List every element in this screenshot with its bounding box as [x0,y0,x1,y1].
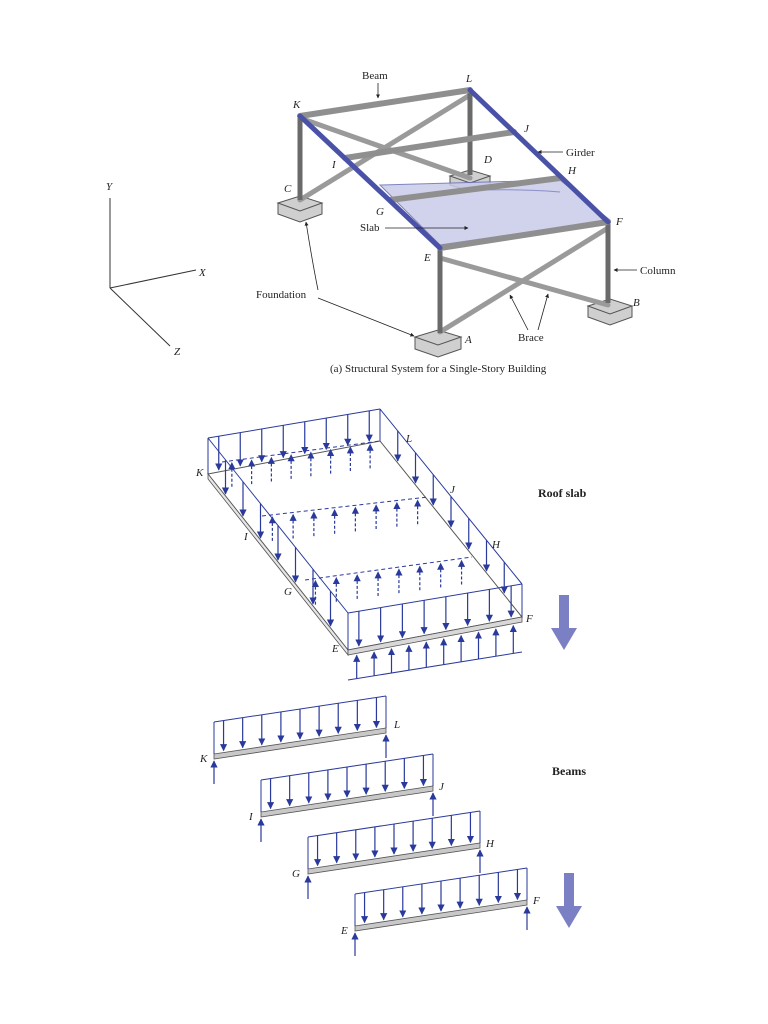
slab-node-i: I [243,531,249,543]
beam-node-k: K [199,753,208,765]
columns [297,92,611,333]
beam-reaction-lines [221,440,473,581]
slab-plate [207,440,523,651]
node-label-i: I [331,159,337,171]
roof-slab-fbd: K L J I H G F E Roof slab [195,408,587,681]
node-label-j: J [524,123,530,135]
slab-node-k: K [195,467,204,479]
load-path-arrow-2 [556,873,582,928]
beam-fbd-ij: IJ [248,753,445,842]
node-label-e: E [423,252,431,264]
slab-node-g: G [284,586,292,598]
slab-load-arrows [215,410,515,647]
node-label-g: G [376,206,384,218]
node-label-l: L [465,73,472,85]
roof-slab-title: Roof slab [538,486,587,500]
node-label-c: C [284,183,292,195]
foundation-c [276,195,324,223]
callout-foundation: Foundation [256,289,307,301]
beam-node-j: J [439,781,445,793]
callout-column: Column [640,265,676,277]
load-path-arrow-1 [551,595,577,650]
node-label-k: K [292,99,301,111]
axis-label-y: Y [106,181,114,193]
beams-frame [297,87,611,251]
callouts: Beam Girder Slab Column Foundation Brace [256,70,676,344]
girders-frame [297,87,611,251]
beam-member [213,727,387,760]
beam-node-l: L [393,719,400,731]
beam-fbd-kl: KL [199,695,400,784]
callout-beam: Beam [362,70,388,82]
structural-system: K L J I D H C G F E B A Beam Girder Slab… [106,70,676,375]
callout-brace: Brace [518,332,544,344]
beam-node-e: E [340,925,348,937]
slab-node-labels: K L J I H G F E [195,433,533,655]
slab-node-j: J [450,484,456,496]
beam-fbd-ef: EF [340,867,540,956]
beam-member [307,842,481,875]
axes-triad [109,198,197,347]
reaction-baseline [347,651,523,681]
beam-node-f: F [532,895,540,907]
beam-node-g: G [292,868,300,880]
node-label-d: D [483,154,492,166]
beam-member [260,785,434,818]
axis-label-x: X [198,267,207,279]
foundation-a [413,329,463,358]
node-label-b: B [633,297,640,309]
slab-node-e: E [331,643,339,655]
axis-label-z: Z [174,346,181,358]
slab-node-f: F [525,613,533,625]
braces [297,92,611,335]
slab-node-h: H [491,539,501,551]
structure-node-labels: K L J I D H C G F E B A [284,73,640,346]
node-label-h: H [567,165,577,177]
node-label-a: A [464,334,472,346]
slab-reaction-arrows [228,443,523,681]
callout-slab: Slab [360,222,380,234]
node-label-f: F [615,216,623,228]
beam-fbd-gh: GH [292,810,495,899]
beam-node-i: I [248,811,254,823]
slab-node-l: L [405,433,412,445]
beam-node-h: H [485,838,495,850]
callout-girder: Girder [566,147,595,159]
figure-caption: (a) Structural System for a Single-Story… [330,363,547,375]
beams-title: Beams [552,764,586,778]
beam-member [354,899,528,932]
